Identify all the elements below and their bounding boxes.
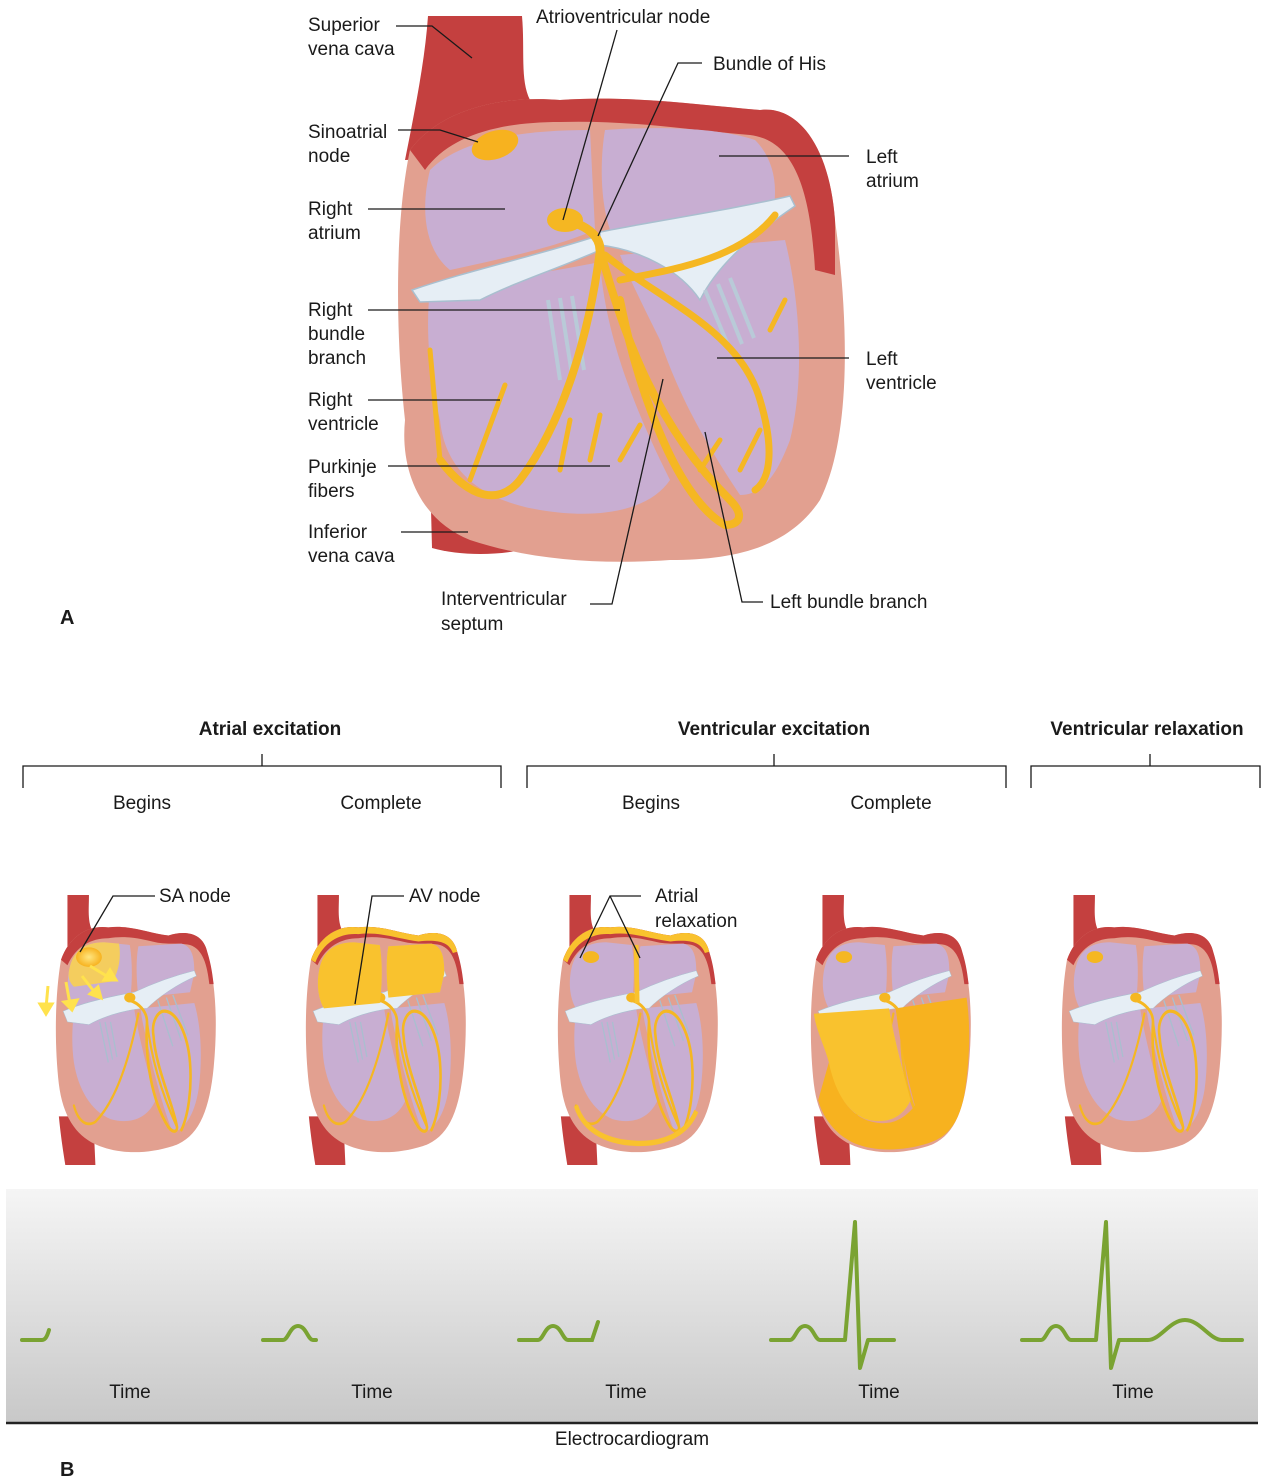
sub-ventricular-complete: Complete [850,793,931,814]
group-title-atrial-excitation: Atrial excitation [199,719,342,740]
label-sinoatrial-node-1: Sinoatrial [308,122,387,143]
label-inferior-vena-cava-1: Inferior [308,522,368,543]
label-atrioventricular-node: Atrioventricular node [536,7,710,28]
heart-stage-5 [1062,895,1222,1165]
label-av-node: AV node [409,886,480,907]
heart-stage-1 [56,895,216,1165]
label-purkinje-fibers-2: fibers [308,481,354,502]
label-right-bundle-branch-1: Right [308,300,353,321]
label-purkinje-fibers-1: Purkinje [308,457,377,478]
ecg-time-label-4: Time [858,1382,900,1403]
ecg-time-label-5: Time [1112,1382,1154,1403]
label-left-ventricle-1: Left [866,349,898,370]
label-left-atrium-2: atrium [866,171,919,192]
label-sinoatrial-node-2: node [308,146,350,167]
label-interventricular-septum-2: septum [441,614,503,635]
label-right-ventricle-2: ventricle [308,414,379,435]
label-right-ventricle-1: Right [308,390,353,411]
label-right-bundle-branch-2: bundle [308,324,365,345]
heart-stage-4 [811,895,971,1165]
sub-atrial-begins: Begins [113,793,171,814]
heart-stage-2 [306,895,466,1165]
label-right-atrium-2: atrium [308,223,361,244]
label-left-bundle-branch: Left bundle branch [770,592,927,613]
sub-ventricular-begins: Begins [622,793,680,814]
panel-a: Superior vena cava Sinoatrial node Right… [60,7,937,635]
bracket-ventricular-relaxation [1031,754,1260,788]
label-sa-node: SA node [159,886,231,907]
label-interventricular-septum-1: Interventricular [441,589,567,610]
label-left-atrium-1: Left [866,147,898,168]
label-superior-vena-cava-1: Superior [308,15,380,36]
heart-stage-3 [558,895,718,1165]
ecg-strip: Time Time Time Time Time Electrocardiogr… [6,1189,1258,1450]
label-inferior-vena-cava-2: vena cava [308,546,395,567]
group-title-ventricular-relaxation: Ventricular relaxation [1050,719,1243,740]
panel-b-headers: Atrial excitation Ventricular excitation… [23,719,1260,814]
ecg-time-label-3: Time [605,1382,647,1403]
sub-atrial-complete: Complete [340,793,421,814]
ecg-time-label-1: Time [109,1382,151,1403]
ecg-caption: Electrocardiogram [555,1429,709,1450]
label-superior-vena-cava-2: vena cava [308,39,395,60]
bracket-ventricular-excitation [527,754,1006,788]
panel-b-letter: B [60,1459,74,1481]
bracket-atrial-excitation [23,754,501,788]
label-atrial-relaxation-1: Atrial [655,886,698,907]
label-left-ventricle-2: ventricle [866,373,937,394]
label-right-bundle-branch-3: branch [308,348,366,369]
ecg-time-label-2: Time [351,1382,393,1403]
label-right-atrium-1: Right [308,199,353,220]
label-bundle-of-his: Bundle of His [713,54,826,75]
panel-a-letter: A [60,607,74,629]
group-title-ventricular-excitation: Ventricular excitation [678,719,870,740]
label-atrial-relaxation-2: relaxation [655,911,737,932]
